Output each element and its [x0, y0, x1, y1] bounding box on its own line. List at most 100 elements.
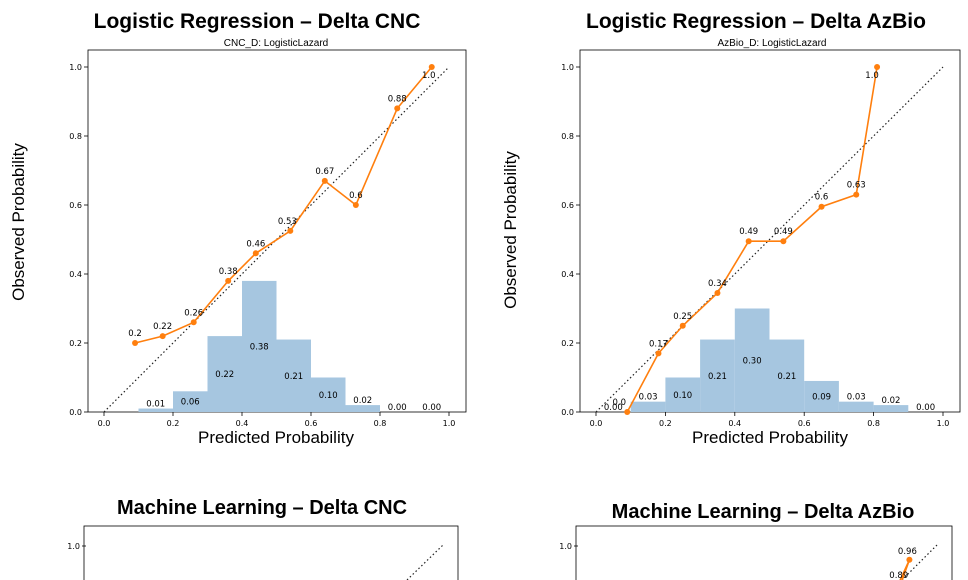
- calibration-point-label: 0.22: [153, 322, 172, 332]
- histogram-bar-label: 0.06: [181, 398, 200, 408]
- calibration-point-label: 0.25: [673, 312, 692, 322]
- histogram-bar-label: 0.10: [673, 391, 692, 401]
- histogram-bar-label: 0.21: [284, 372, 303, 382]
- calibration-point: [190, 319, 197, 326]
- chart-ml-azbio-svg: Machine Learning – Delta AzBio 1.0 0.89 0.…: [559, 501, 953, 580]
- calibration-point: [225, 277, 232, 284]
- y-tick-label: 0.0: [69, 408, 82, 417]
- histogram-bar-label: 0.02: [353, 396, 372, 406]
- histogram-bar-label: 0.10: [319, 391, 338, 401]
- calibration-point: [655, 350, 662, 357]
- calibration-point: [394, 105, 401, 112]
- histogram-bar-label: 0.00: [388, 403, 407, 413]
- calibration-point: [159, 333, 166, 340]
- histogram-bar: [873, 405, 909, 412]
- x-tick-label: 0.6: [305, 419, 318, 428]
- x-tick-label: 0.0: [98, 419, 111, 428]
- chart-ml-azbio: Machine Learning – Delta AzBio 1.0 0.89 0.…: [484, 460, 968, 580]
- calibration-point: [906, 556, 913, 563]
- histogram-bar: [734, 308, 770, 412]
- x-tick-label: 0.6: [798, 419, 811, 428]
- calibration-point-label: 0.49: [739, 227, 758, 237]
- y-tick-label: 0.4: [561, 270, 574, 279]
- calibration-point: [624, 409, 631, 415]
- reference-diagonal: [901, 544, 938, 580]
- plot-frame: [575, 525, 953, 580]
- histogram-bar-label: 0.02: [881, 396, 900, 406]
- y-tick-label: 0.6: [561, 201, 574, 210]
- chart-title: Machine Learning – Delta AzBio: [612, 501, 915, 523]
- chart-lr-cnc: Logistic Regression – Delta CNC CNC_D: L…: [0, 0, 484, 460]
- x-tick-label: 0.2: [167, 419, 180, 428]
- histogram-bar-label: 0.01: [146, 400, 165, 410]
- x-tick-label: 1.0: [937, 419, 950, 428]
- calibration-point-label: 0.46: [246, 239, 265, 249]
- calibration-point-label: 0.49: [774, 227, 793, 237]
- calibration-point: [352, 202, 359, 208]
- y-axis-label: Observed Probability: [9, 143, 28, 301]
- histogram-bar: [173, 391, 208, 412]
- calibration-point: [679, 322, 686, 329]
- x-tick-label: 0.0: [590, 419, 603, 428]
- histogram-bar-label: 0.22: [215, 370, 234, 380]
- histogram-bar-label: 0.09: [812, 392, 831, 402]
- calibration-point-label: 0.17: [649, 339, 668, 349]
- calibration-point: [853, 191, 860, 198]
- calibration-point-label: 0.89: [889, 571, 908, 580]
- x-axis-label: Predicted Probability: [692, 428, 848, 447]
- reference-diagonal: [595, 66, 944, 413]
- chart-title: Machine Learning – Delta CNC: [117, 497, 407, 519]
- calibration-point: [132, 340, 139, 346]
- calibration-point-label: 0.26: [184, 308, 203, 318]
- calibration-point-label: 0.96: [898, 547, 917, 557]
- chart-ml-cnc-svg: Machine Learning – Delta CNC 1.0: [67, 497, 459, 580]
- y-axis-label: Observed Probability: [501, 151, 520, 309]
- reference-diagonal: [103, 66, 450, 413]
- calibration-point: [287, 227, 294, 234]
- y-tick-label: 0.2: [561, 339, 574, 348]
- histogram-bar: [769, 339, 805, 412]
- y-tick-label: 1.0: [559, 542, 572, 551]
- x-axis-label: Predicted Probability: [198, 428, 354, 447]
- histogram-bar: [242, 280, 277, 412]
- y-tick-label: 0.4: [69, 270, 82, 279]
- calibration-point-label: 0.2: [128, 329, 142, 339]
- plot-frame: [83, 525, 459, 580]
- calibration-point: [874, 64, 881, 70]
- histogram-bar: [311, 377, 346, 412]
- histogram-bar-label: 0.00: [422, 403, 441, 413]
- x-tick-label: 0.8: [867, 419, 880, 428]
- reference-diagonal: [406, 544, 444, 580]
- calibration-point: [252, 250, 259, 257]
- calibration-point: [818, 203, 825, 210]
- histogram-bar-label: 0.00: [916, 403, 935, 413]
- histogram-bar-label: 0.03: [639, 393, 658, 403]
- calibration-point: [714, 289, 721, 296]
- chart-subtitle: AzBio_D: LogisticLazard: [718, 38, 827, 49]
- calibration-point-label: 0.38: [219, 267, 238, 277]
- x-tick-label: 0.2: [659, 419, 672, 428]
- calibration-point-label: 0.88: [388, 94, 407, 104]
- calibration-line: [134, 66, 433, 344]
- calibration-point: [428, 64, 435, 70]
- x-tick-label: 0.8: [374, 419, 387, 428]
- histogram-bar-label: 0.03: [847, 393, 866, 403]
- calibration-point-label: 1.0: [865, 71, 879, 81]
- histogram-bar: [700, 339, 735, 412]
- histogram-bar: [138, 408, 173, 412]
- histogram-bar: [345, 405, 380, 412]
- calibration-point-label: 0.34: [708, 279, 727, 289]
- calibration-point: [745, 238, 752, 245]
- chart-title: Logistic Regression – Delta AzBio: [586, 10, 926, 33]
- histogram-bar: [665, 377, 701, 412]
- calibration-point-label: 1.0: [422, 71, 436, 81]
- y-tick-label: 1.0: [67, 542, 80, 551]
- calibration-point-label: 0.0: [612, 398, 626, 408]
- histogram-bar: [630, 401, 666, 412]
- y-tick-label: 1.0: [69, 63, 82, 72]
- y-tick-label: 0.2: [69, 339, 82, 348]
- histogram-bar: [804, 380, 839, 412]
- y-tick-label: 0.0: [561, 408, 574, 417]
- calibration-point-label: 0.6: [349, 191, 363, 201]
- y-tick-label: 1.0: [561, 63, 574, 72]
